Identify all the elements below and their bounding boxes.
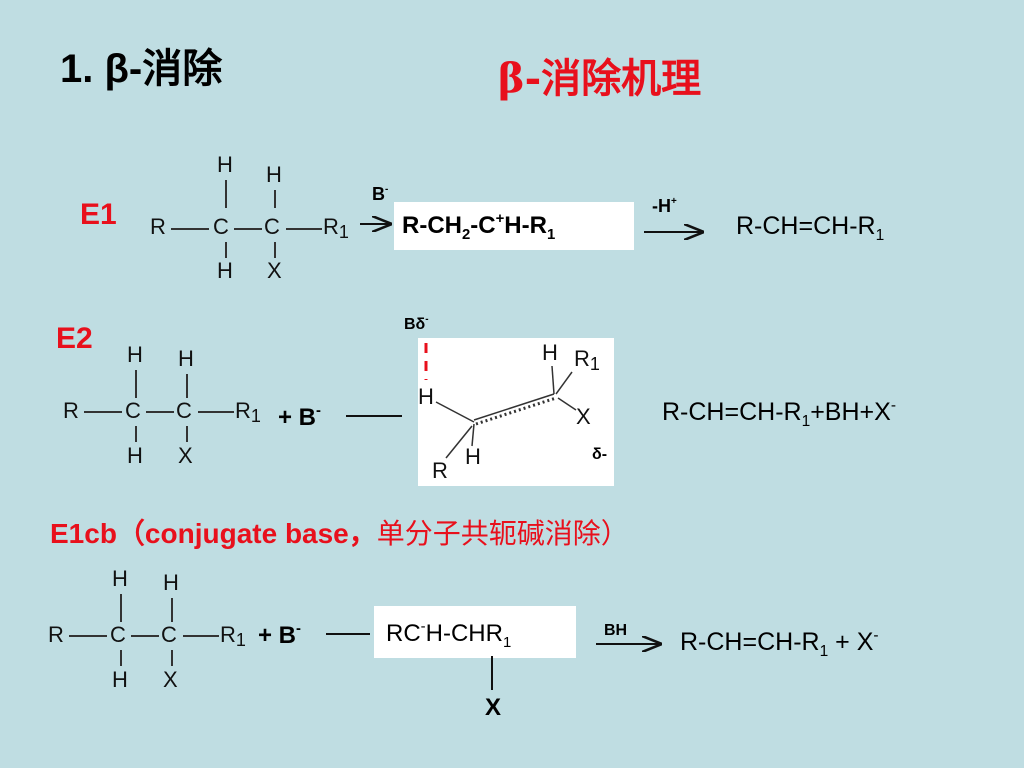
e2-bond-v1-top [135, 370, 137, 398]
e1cb-h-bot: H [112, 667, 128, 692]
e1cb-bond-c2-r1 [183, 635, 219, 637]
e1cb-intermediate-box [374, 606, 576, 658]
e1-bond-v1-top [225, 180, 227, 208]
e1cb-h-top2: H [163, 570, 179, 595]
e2-h-top1: H [127, 342, 143, 367]
e2-bond-r-c1 [84, 411, 122, 413]
e2-x-bot: X [178, 443, 193, 468]
e2-bond-v2-top [186, 374, 188, 398]
e1cb-c1: C [110, 622, 126, 647]
e1-c1: C [213, 214, 229, 239]
e1-c2: C [264, 214, 280, 239]
e2-reagent: + B- [278, 403, 321, 431]
e2-ts-bond-c-r1 [555, 371, 573, 395]
e1-r: R [150, 214, 166, 239]
e1cb-product: R-CH=CH-R1 + X- [680, 627, 879, 660]
e1-step2-reagent: -H+ [652, 196, 677, 216]
e1-label: E1 [80, 198, 117, 231]
e1-intermediate-box [394, 202, 634, 250]
e2-ts-bond-c-hbot [471, 423, 475, 447]
e2-ts-r: R [432, 458, 448, 483]
e2-bond-v1-bot [135, 426, 137, 442]
e2-bond-v2-bot [186, 426, 188, 442]
e1-x-bot: X [267, 258, 282, 283]
e1cb-r1: R1 [220, 622, 246, 650]
e1cb-leaving-group: X [485, 694, 502, 721]
e2-ts-bond-c-r [445, 425, 473, 459]
e2-product: R-CH=CH-R1+BH+X- [662, 397, 896, 430]
e2-label: E2 [56, 322, 93, 355]
e1-r1: R1 [323, 214, 349, 242]
e2-ts-x: X [576, 404, 591, 429]
e1-bond-v2-top [274, 190, 276, 208]
e2-ts-h-bot: H [465, 444, 481, 469]
e2-ts-delta: δ- [592, 446, 608, 463]
e1cb-bond-v1-top [120, 594, 122, 622]
e1-product: R-CH=CH-R1 [736, 212, 885, 244]
e1cb-bond-v2-top [171, 598, 173, 622]
e1cb-heading: E1cb（conjugate base，单分子共轭碱消除） [50, 512, 629, 552]
e2-ts-r1: R1 [574, 346, 600, 374]
e1cb-reagent: + B- [258, 621, 301, 649]
e1-h-top1: H [217, 152, 233, 177]
mechanism-title: β-消除机理 [498, 55, 702, 102]
e2-ts-double-bond [473, 393, 555, 421]
e2-ts-h-left: H [418, 384, 434, 409]
e1-intermediate: R-CH2-C+H-R1 [402, 211, 556, 243]
e2-ts-bond-h-c [435, 401, 475, 423]
e1-bond-r-c1 [171, 228, 209, 230]
e1-h-bot: H [217, 258, 233, 283]
e1-bond-v1-bot [225, 242, 227, 258]
e1cb-c2: C [161, 622, 177, 647]
e1cb-label-red: 单分子共轭碱消除） [376, 518, 629, 549]
e2-c1: C [125, 398, 141, 423]
e1cb-label-black: E1cb（conjugate base， [50, 518, 377, 549]
e2-r: R [63, 398, 79, 423]
e1cb-bond-v1-bot [120, 650, 122, 666]
e1-bond-c2-r1 [286, 228, 322, 230]
e1-h-top2: H [266, 162, 282, 187]
e2-ts-double-bond-dotted [475, 396, 557, 426]
e2-ts-h-top: H [542, 340, 558, 365]
e1cb-bond-c1-c2 [131, 635, 159, 637]
e2-bond-c2-r1 [198, 411, 234, 413]
e2-h-top2: H [178, 346, 194, 371]
e1cb-x-bot: X [163, 667, 178, 692]
e2-ts-base: Bδ- [404, 314, 429, 333]
e1cb-h-top1: H [112, 566, 128, 591]
e1cb-bond-v2-bot [171, 650, 173, 666]
e1-bond-v2-bot [274, 242, 276, 258]
e2-r1: R1 [235, 398, 261, 426]
e1-reagent: B- [372, 184, 389, 204]
e1-bond-c1-c2 [234, 228, 262, 230]
e2-bond-c1-c2 [146, 411, 174, 413]
e1cb-bond-r-c1 [69, 635, 107, 637]
e1cb-step2-reagent: BH [604, 622, 628, 639]
e2-ts-bond-c-h [551, 365, 555, 395]
e2-c2: C [176, 398, 192, 423]
e1cb-r: R [48, 622, 64, 647]
e1cb-intermediate: RC-H-CHR1 [386, 619, 512, 651]
e2-ts-bond-c-x [557, 397, 577, 411]
e2-h-bot: H [127, 443, 143, 468]
page-title: 1. β-消除 [60, 47, 223, 91]
